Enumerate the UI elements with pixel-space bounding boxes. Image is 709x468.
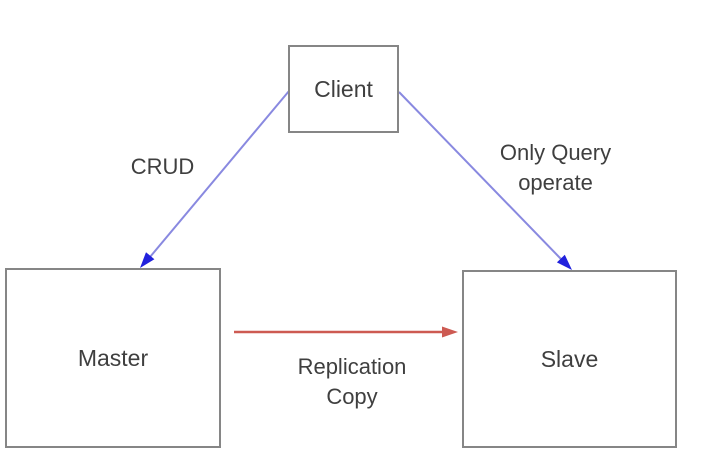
- edge-label-crud: CRUD: [110, 152, 215, 182]
- edge-client-master-arrowhead-icon: [140, 252, 155, 268]
- node-master-label: Master: [77, 344, 149, 371]
- edge-master-slave-arrowhead-icon: [442, 326, 458, 338]
- edge-client-slave-arrowhead-icon: [556, 254, 572, 270]
- edge-label-only-query-line1: Only Query: [499, 140, 612, 165]
- edge-client-slave-line: [398, 91, 562, 260]
- node-master: Master: [5, 268, 221, 448]
- edge-label-only-query-line2: operate: [518, 170, 593, 195]
- node-client: Client: [288, 45, 399, 133]
- edge-label-replication-copy: Replication Copy: [268, 352, 436, 412]
- edge-label-replication-line1: Replication: [297, 354, 407, 379]
- node-slave: Slave: [462, 270, 677, 448]
- node-client-label: Client: [314, 75, 373, 102]
- edge-client-master-line: [149, 90, 290, 258]
- node-slave-label: Slave: [540, 345, 599, 372]
- edge-label-replication-line2: Copy: [326, 384, 378, 409]
- edge-label-crud-text: CRUD: [130, 154, 195, 179]
- edge-label-only-query-operate: Only Query operate: [468, 138, 643, 198]
